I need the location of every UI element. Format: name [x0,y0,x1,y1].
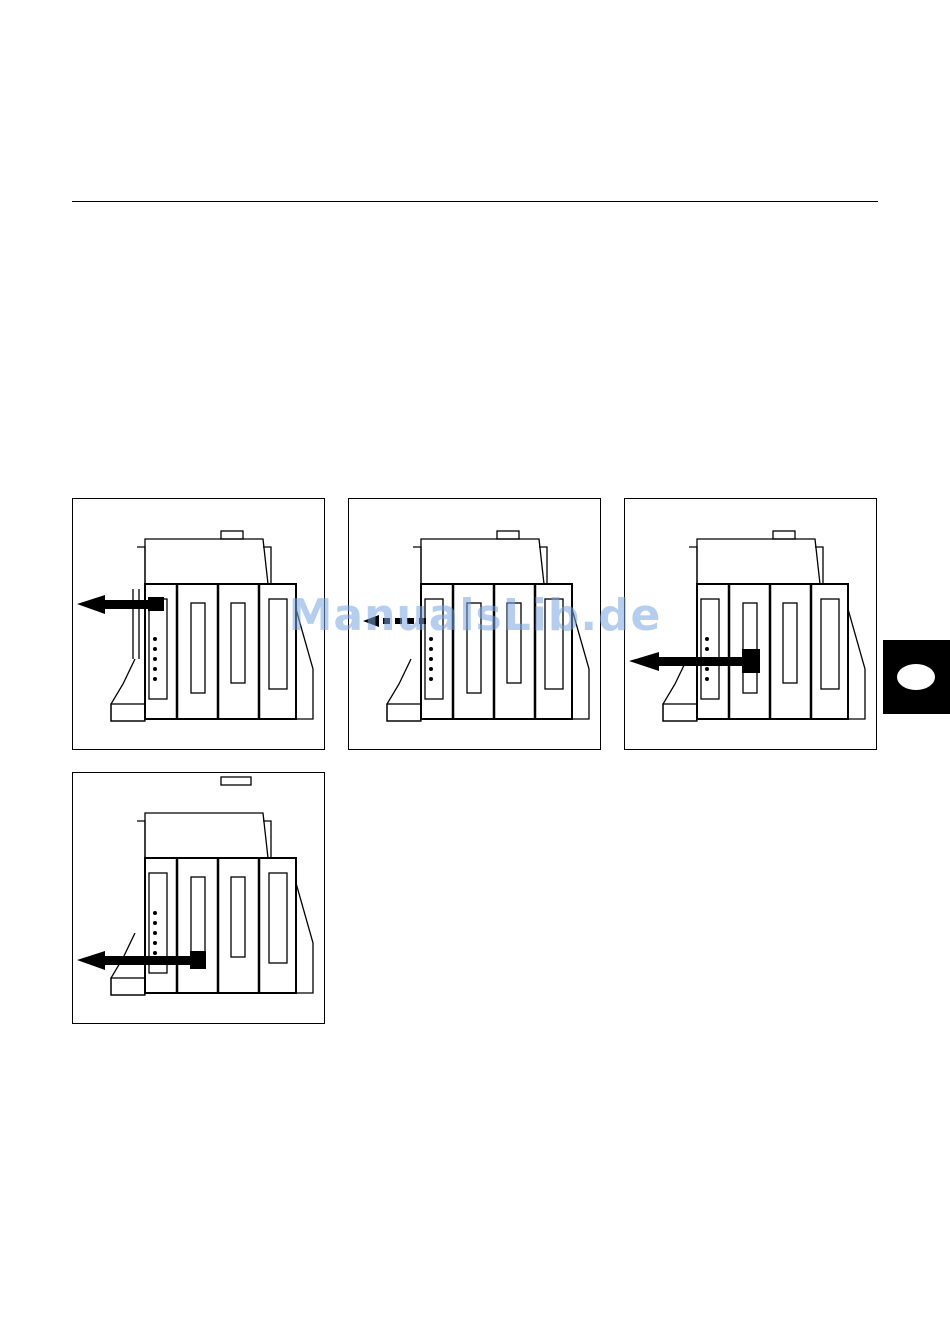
device-illustration [349,499,601,750]
figure-module-removal-2 [348,498,601,750]
device-illustration [73,773,325,1024]
figure-module-removal-3 [624,498,877,750]
device-illustration [625,499,877,750]
chapter-tab [883,640,950,714]
device-illustration [73,499,325,750]
chapter-tab-marker [897,664,935,690]
header-rule [72,201,878,202]
figure-module-removal-4 [72,772,325,1024]
figure-module-removal-1 [72,498,325,750]
